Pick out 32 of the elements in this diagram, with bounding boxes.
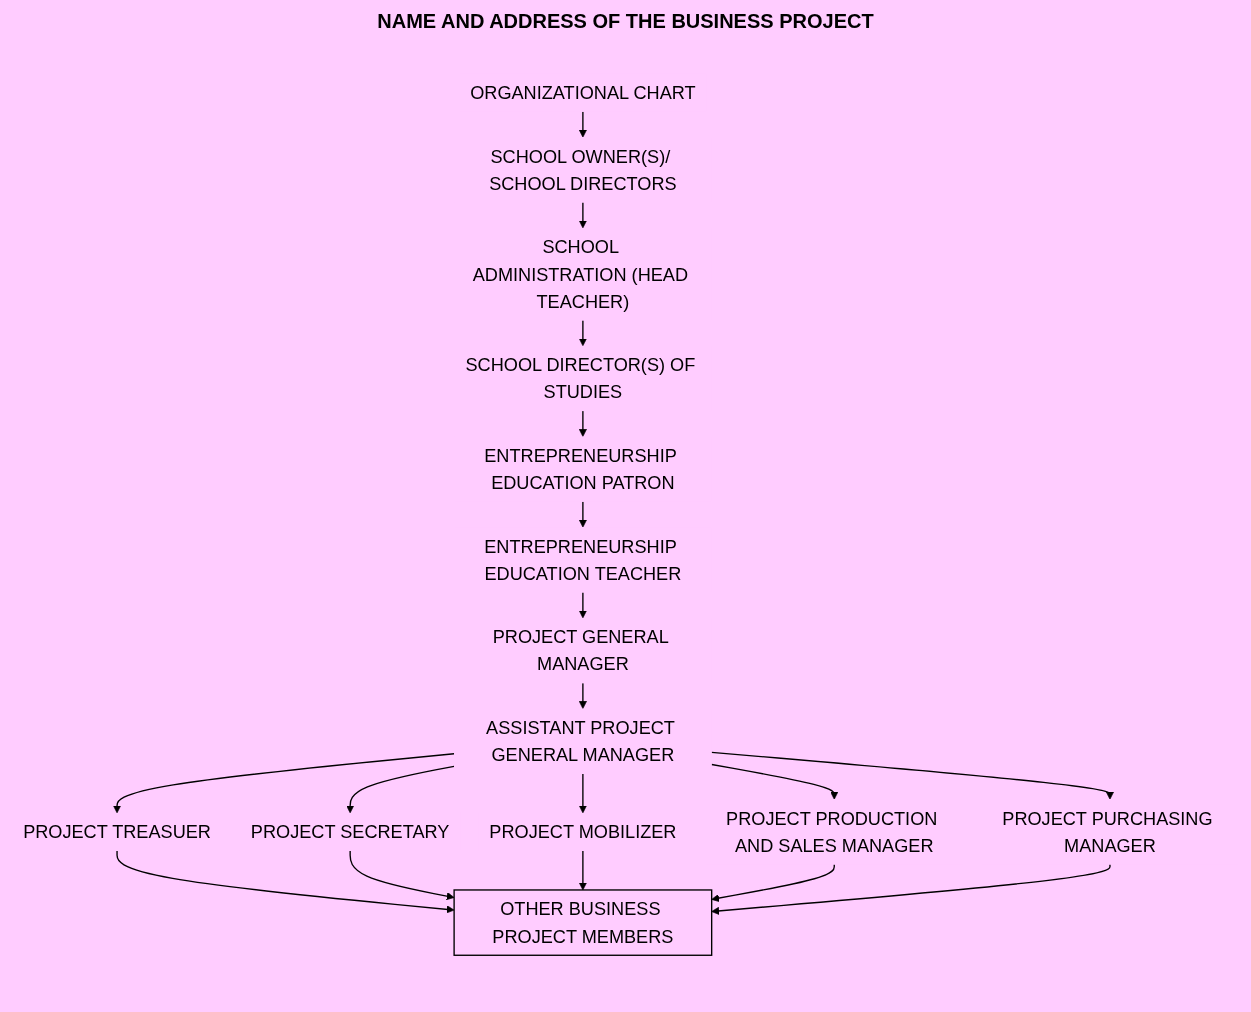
arrow [711, 863, 1111, 915]
arrow [346, 765, 455, 814]
node-text: PROJECT GENERAL MANAGER [492, 626, 669, 675]
node-text: SCHOOL OWNER(S)/ SCHOOL DIRECTORS [489, 146, 677, 194]
arrow [578, 111, 587, 138]
node-text: PROJECT PRODUCTION AND SALES MANAGER [726, 808, 938, 856]
diagram-title: NAME AND ADDRESS OF THE BUSINESS PROJECT [376, 10, 875, 33]
arrow [578, 410, 587, 437]
node-text: ENTREPRENEURSHIP EDUCATION TEACHER [484, 536, 682, 584]
arrow [578, 591, 587, 619]
arrow [578, 773, 587, 814]
node-text: ASSISTANT PROJECT GENERAL MANAGER [486, 717, 675, 765]
arrow [578, 501, 587, 528]
node-box: OTHER BUSINESS PROJECT MEMBERS [453, 889, 713, 956]
node-text: SCHOOL DIRECTOR(S) OF STUDIES [465, 354, 696, 403]
node-text: PROJECT PURCHASING MANAGER [1002, 808, 1213, 856]
arrow [113, 753, 455, 814]
arrow [578, 850, 587, 891]
arrow [578, 201, 587, 229]
arrow [711, 763, 839, 800]
node-text: ORGANIZATIONAL CHART [470, 82, 696, 103]
arrow [116, 850, 455, 914]
node-text: SCHOOL ADMINISTRATION (HEAD TEACHER) [472, 236, 689, 312]
arrow [711, 751, 1114, 800]
node-text: PROJECT MOBILIZER [489, 821, 677, 842]
arrow [578, 682, 587, 709]
node-text: PROJECT SECRETARY [250, 821, 450, 842]
node-text: ENTREPRENEURSHIP EDUCATION PATRON [484, 445, 677, 493]
arrow [578, 319, 587, 347]
node-text: PROJECT TREASUER [23, 821, 211, 842]
arrow [349, 850, 455, 901]
arrow [711, 863, 835, 903]
